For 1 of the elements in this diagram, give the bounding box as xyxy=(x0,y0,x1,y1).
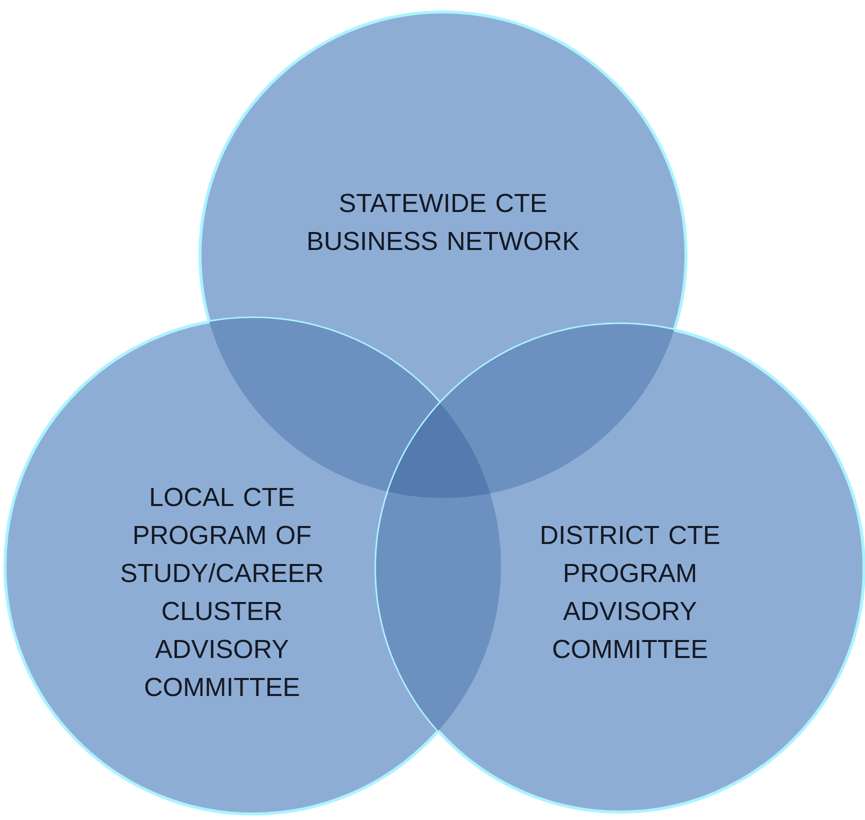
node-label: DISTRICT CTE PROGRAM ADVISORY COMMITTEE xyxy=(542,526,720,658)
